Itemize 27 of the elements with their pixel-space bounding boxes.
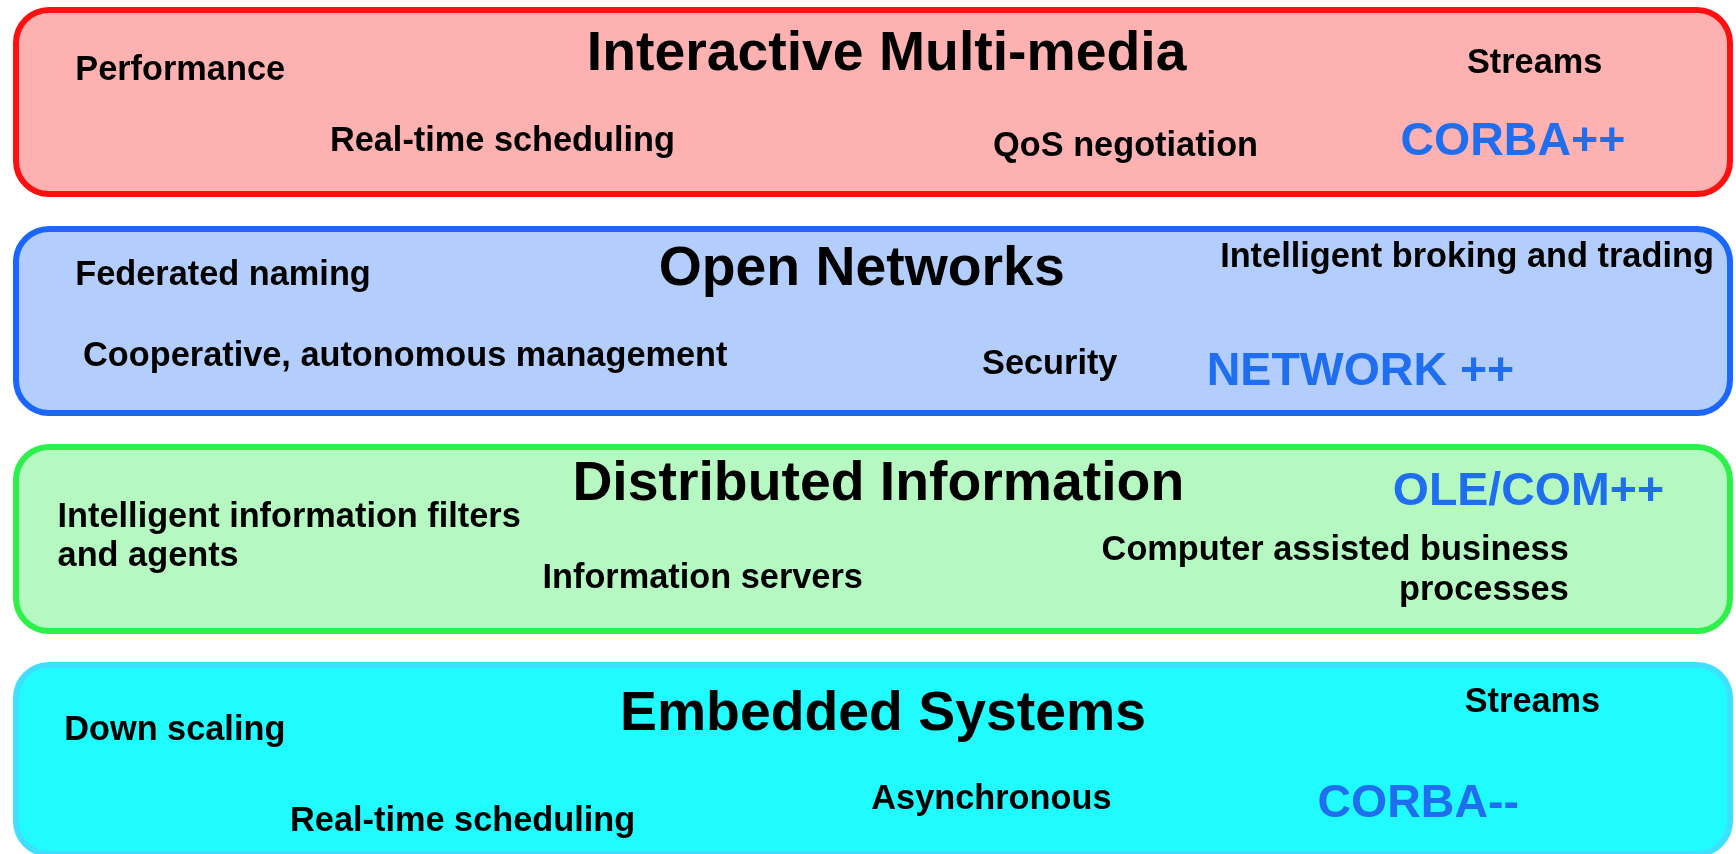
layer-title: Open Networks	[658, 234, 1065, 299]
topic-label: Streams	[1466, 42, 1603, 82]
layer-band	[13, 6, 1733, 198]
layer-title: Interactive Multi-media	[586, 19, 1187, 84]
topic-label: Streams	[1464, 680, 1601, 721]
topic-label: Asynchronous	[871, 778, 1112, 818]
technology-label: CORBA++	[1400, 112, 1626, 167]
layer-title: Distributed Information	[572, 449, 1185, 514]
topic-label: Down scaling	[64, 708, 286, 749]
topic-label: QoS negotiation	[993, 125, 1259, 165]
topic-label: Cooperative, autonomous management	[83, 335, 728, 375]
technology-label: NETWORK ++	[1206, 343, 1515, 397]
layer-band	[13, 225, 1733, 417]
topic-label: Intelligent broking and trading	[1219, 235, 1714, 276]
topic-label: Performance	[75, 48, 286, 89]
layer-band	[13, 662, 1733, 854]
topic-label: Intelligent information filters and agents	[57, 496, 522, 575]
technology-label: OLE/COM++	[1392, 462, 1665, 517]
topic-label: Information servers	[542, 556, 863, 597]
layer-title: Embedded Systems	[620, 679, 1146, 744]
topic-label: Real-time scheduling	[329, 119, 676, 160]
topic-label: Computer assisted business processes	[1100, 529, 1569, 609]
topic-label: Federated naming	[75, 253, 371, 293]
topic-label: Security	[982, 343, 1118, 383]
topic-label: Real-time scheduling	[290, 800, 636, 840]
layer-band	[13, 443, 1733, 635]
technology-label: CORBA--	[1317, 775, 1519, 829]
